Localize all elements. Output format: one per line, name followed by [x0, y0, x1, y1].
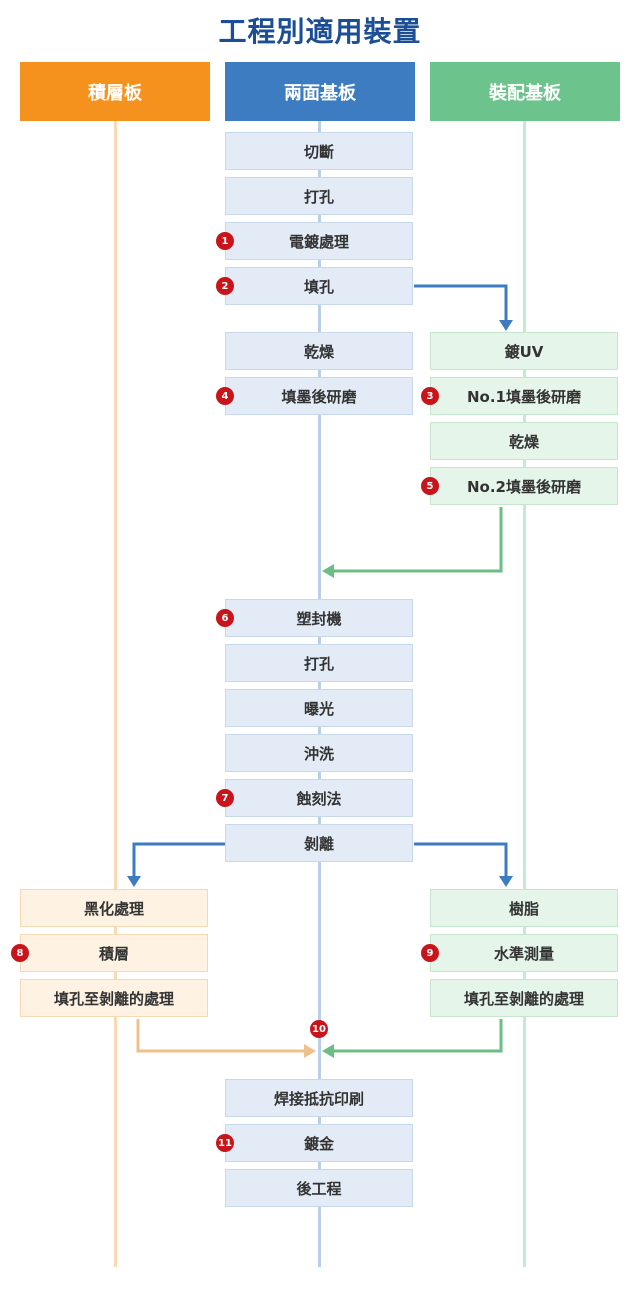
badge-3: 3 — [421, 387, 439, 405]
badge-5: 5 — [421, 477, 439, 495]
step-lamination: 積層 — [20, 934, 208, 972]
badge-9: 9 — [421, 944, 439, 962]
step-drying-right: 乾燥 — [430, 422, 618, 460]
step-fill-to-strip-left: 填孔至剝離的處理 — [20, 979, 208, 1017]
arrow-fill-to-uv — [414, 284, 508, 322]
step-drilling-2: 打孔 — [225, 644, 413, 682]
step-exposure: 曝光 — [225, 689, 413, 727]
column-header-center: 兩面基板 — [225, 62, 415, 121]
step-uv-plating: 鍍UV — [430, 332, 618, 370]
badge-11: 11 — [216, 1134, 234, 1152]
arrow-left-to-center — [136, 1019, 306, 1053]
badge-7: 7 — [216, 789, 234, 807]
step-no2-ink-polish: No.2填墨後研磨 — [430, 467, 618, 505]
badge-4: 4 — [216, 387, 234, 405]
badge-8: 8 — [11, 944, 29, 962]
arrow-strip-to-right — [414, 842, 508, 878]
step-laminator: 塑封機 — [225, 599, 413, 637]
arrowhead-strip-to-right — [499, 876, 513, 887]
step-post-process: 後工程 — [225, 1169, 413, 1207]
step-ink-polish: 填墨後研磨 — [225, 377, 413, 415]
column-header-right: 裝配基板 — [430, 62, 620, 121]
arrowhead-right-to-center — [322, 1044, 334, 1058]
step-fill-to-strip-right: 填孔至剝離的處理 — [430, 979, 618, 1017]
step-level-measure: 水準測量 — [430, 934, 618, 972]
step-plating: 電鍍處理 — [225, 222, 413, 260]
step-drilling: 打孔 — [225, 177, 413, 215]
arrowhead-left-to-center — [304, 1044, 316, 1058]
step-stripping: 剝離 — [225, 824, 413, 862]
badge-2: 2 — [216, 277, 234, 295]
step-cutting: 切斷 — [225, 132, 413, 170]
arrow-no2-to-center — [332, 507, 503, 573]
column-header-left: 積層板 — [20, 62, 210, 121]
arrowhead-no2-to-center — [322, 564, 334, 578]
page-title: 工程別適用裝置 — [218, 15, 422, 48]
badge-6: 6 — [216, 609, 234, 627]
step-drying: 乾燥 — [225, 332, 413, 370]
lane-line-right — [523, 121, 526, 1267]
arrow-right-to-center — [332, 1019, 503, 1053]
badge-1: 1 — [216, 232, 234, 250]
arrowhead-fill-to-uv — [499, 320, 513, 331]
arrowhead-strip-to-left — [127, 876, 141, 887]
step-no1-ink-polish: No.1填墨後研磨 — [430, 377, 618, 415]
step-hole-fill: 填孔 — [225, 267, 413, 305]
arrow-strip-to-left — [132, 842, 225, 878]
step-blackening: 黑化處理 — [20, 889, 208, 927]
step-etching: 蝕刻法 — [225, 779, 413, 817]
step-gold-plating: 鍍金 — [225, 1124, 413, 1162]
badge-10: 10 — [310, 1020, 328, 1038]
step-resin: 樹脂 — [430, 889, 618, 927]
lane-line-left — [114, 121, 117, 1267]
step-solder-resist: 焊接抵抗印刷 — [225, 1079, 413, 1117]
step-developing: 沖洗 — [225, 734, 413, 772]
